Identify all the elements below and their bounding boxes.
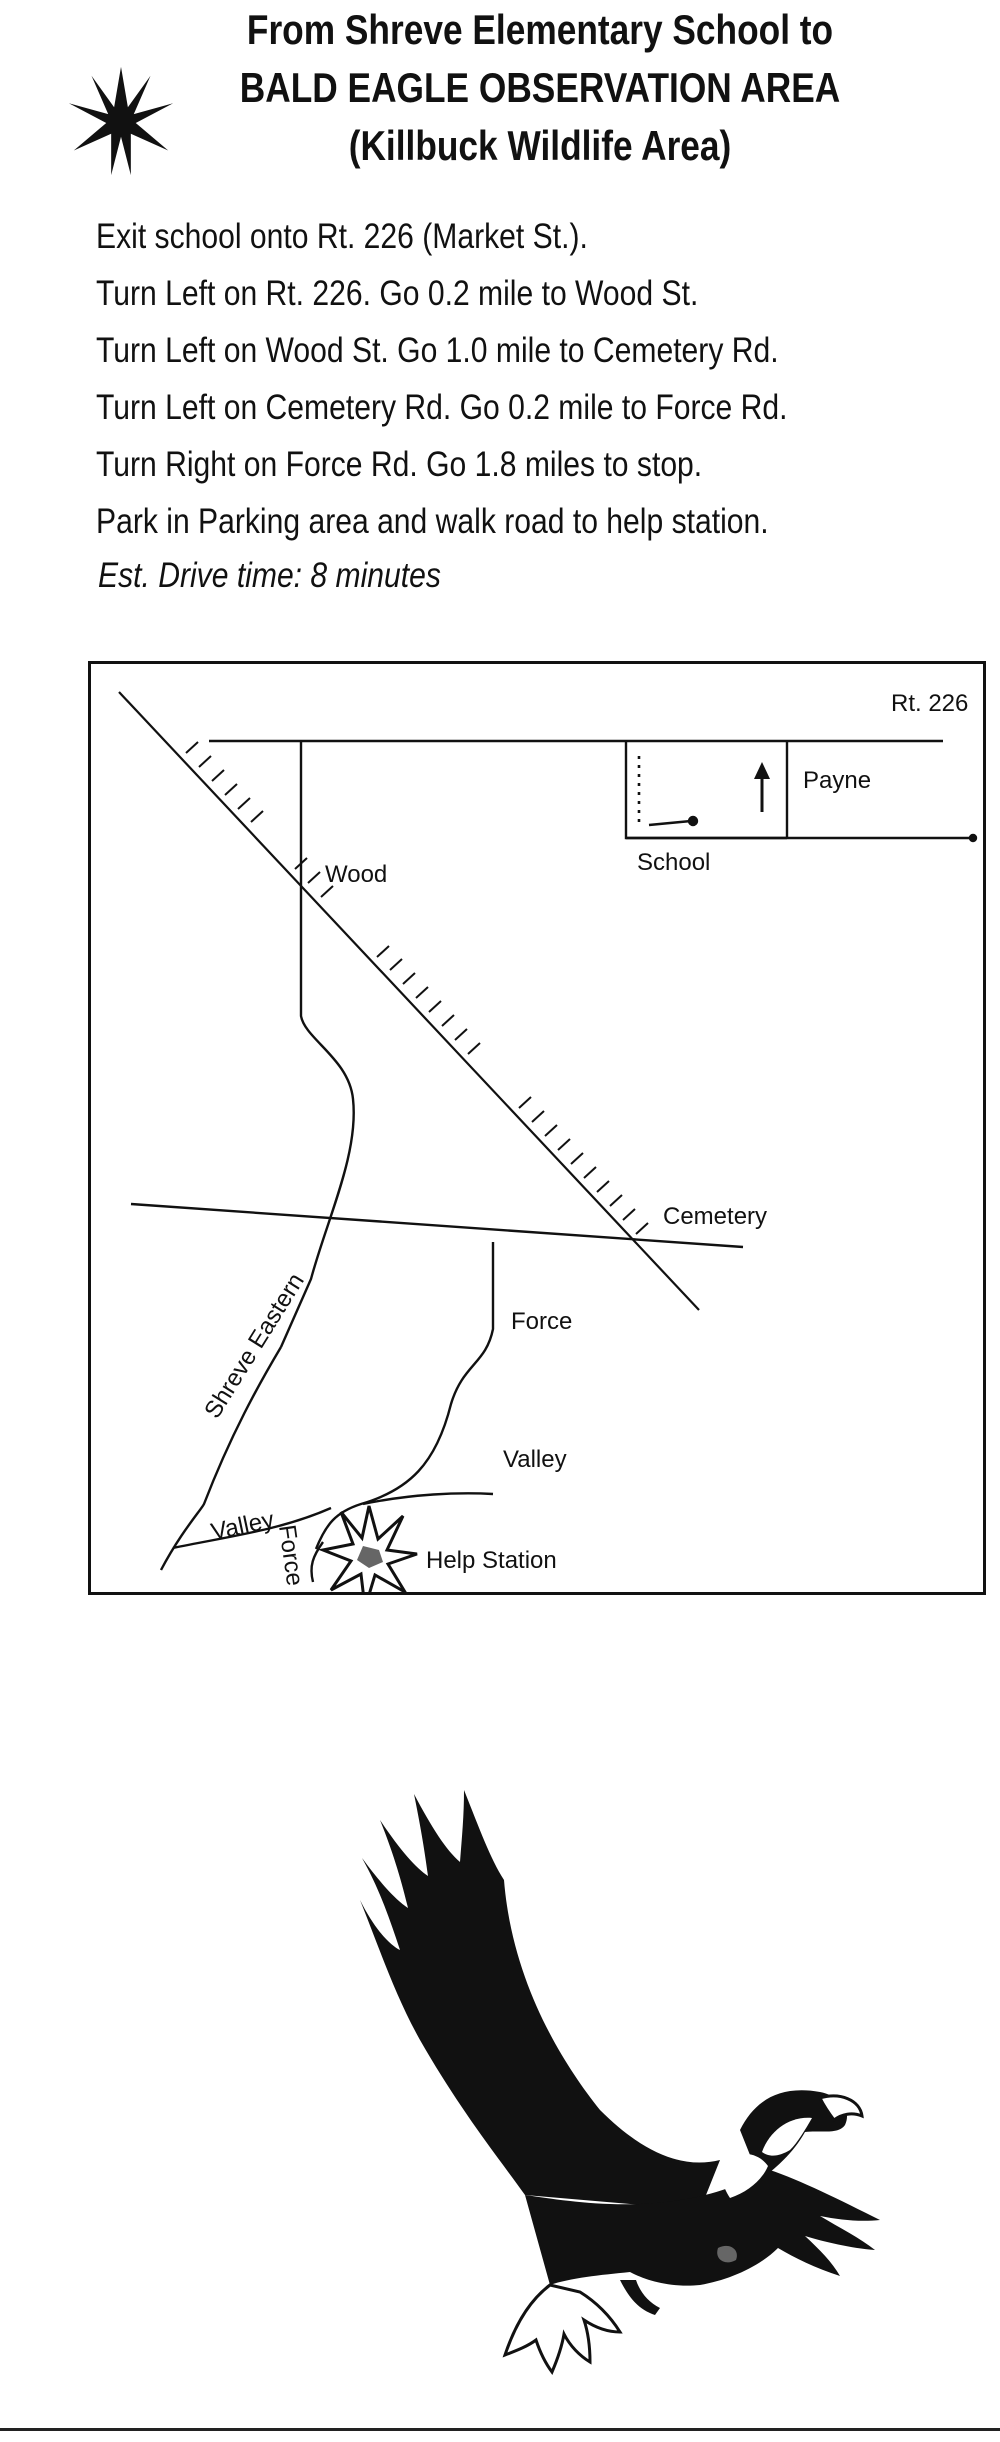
label-help-station: Help Station <box>426 1547 557 1574</box>
direction-step: Exit school onto Rt. 226 (Market St.). <box>96 217 588 256</box>
star-icon <box>68 66 174 176</box>
map-canvas: Rt. 226 Payne School Wood Cemetery Force… <box>118 690 978 1592</box>
burst-star-icon <box>317 1505 418 1592</box>
route-map: Rt. 226 Payne School Wood Cemetery Force… <box>88 661 986 1595</box>
label-force: Force <box>511 1308 572 1335</box>
label-school: School <box>637 849 710 876</box>
title-line-2: BALD EAGLE OBSERVATION AREA <box>239 64 841 111</box>
label-rt-226: Rt. 226 <box>891 690 968 717</box>
railroad-track <box>118 691 700 1311</box>
road-force-lower <box>310 1541 324 1583</box>
road-valley-right <box>362 1492 494 1506</box>
drive-time: Est. Drive time: 8 minutes <box>98 556 441 595</box>
label-valley-right: Valley <box>503 1446 567 1473</box>
direction-step: Park in Parking area and walk road to he… <box>96 502 769 541</box>
label-cemetery: Cemetery <box>663 1203 767 1230</box>
school-block <box>624 741 787 840</box>
title-line-1: From Shreve Elementary School to <box>246 6 834 53</box>
bottom-rule <box>0 2428 1000 2431</box>
label-wood: Wood <box>325 861 387 888</box>
label-payne: Payne <box>803 767 871 794</box>
school-path <box>648 819 692 827</box>
road-wood <box>279 741 355 1348</box>
direction-step: Turn Left on Cemetery Rd. Go 0.2 mile to… <box>96 388 788 427</box>
directions-list: Exit school onto Rt. 226 (Market St.). T… <box>96 208 976 550</box>
label-valley-left: Valley <box>209 1506 277 1546</box>
bald-eagle-icon <box>360 1790 880 2375</box>
direction-step: Turn Left on Rt. 226. Go 0.2 mile to Woo… <box>96 274 699 313</box>
road-shreve-eastern <box>159 1346 283 1571</box>
direction-step: Turn Left on Wood St. Go 1.0 mile to Cem… <box>96 331 779 370</box>
road-force <box>314 1242 495 1550</box>
label-shreve-eastern: Shreve Eastern <box>199 1269 310 1424</box>
road-valley-left <box>172 1506 332 1550</box>
title-line-3: (Killbuck Wildlife Area) <box>348 122 732 169</box>
arrow-up-icon <box>754 762 770 812</box>
road-cemetery <box>130 1202 744 1249</box>
direction-step: Turn Right on Force Rd. Go 1.8 miles to … <box>96 445 703 484</box>
title-block: From Shreve Elementary School to BALD EA… <box>0 0 1000 190</box>
label-force-lower: Force <box>273 1523 308 1588</box>
